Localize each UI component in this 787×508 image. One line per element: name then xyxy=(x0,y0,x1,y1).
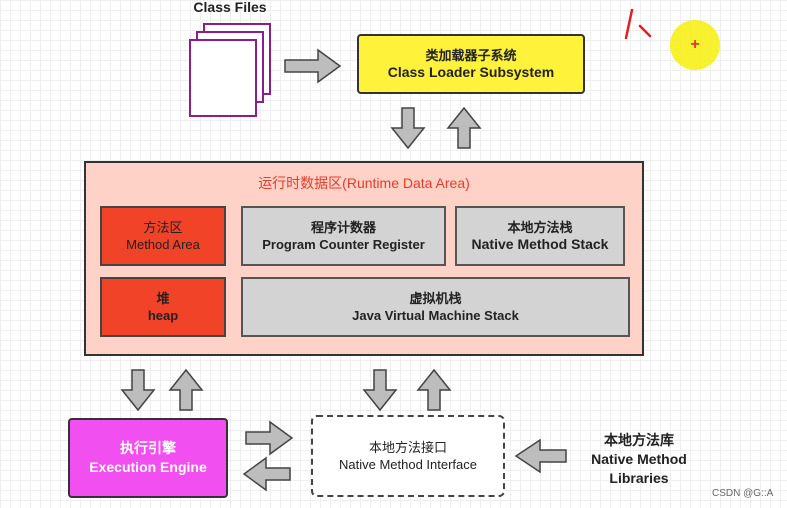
jvm-stack-en: Java Virtual Machine Stack xyxy=(352,308,519,323)
arrow-libraries-to-interface xyxy=(514,438,567,474)
heap-cn: 堆 xyxy=(156,291,170,306)
class-files-label: Class Files xyxy=(193,0,267,15)
native-method-stack-en: Native Method Stack xyxy=(471,236,609,252)
arrow-engine-to-interface xyxy=(245,420,294,456)
class-loader-en: Class Loader Subsystem xyxy=(387,64,555,80)
pc-register-box: 程序计数器 Program Counter Register xyxy=(241,206,446,266)
jvm-stack-cn: 虚拟机栈 xyxy=(409,291,462,306)
native-libraries-cn: 本地方法库 xyxy=(604,432,674,448)
cursor-highlight: + xyxy=(670,20,720,70)
pc-register-en: Program Counter Register xyxy=(262,237,425,252)
cursor-plus-icon: + xyxy=(690,36,700,53)
execution-engine-en: Execution Engine xyxy=(89,459,207,475)
native-method-stack-box: 本地方法栈 Native Method Stack xyxy=(455,206,625,266)
runtime-data-area-title: 运行时数据区(Runtime Data Area) xyxy=(258,175,470,191)
arrow-engine-to-runtime xyxy=(168,368,204,411)
native-method-libraries-label: 本地方法库 Native Method Libraries xyxy=(574,431,704,488)
class-loader-box: 类加载器子系统 Class Loader Subsystem xyxy=(357,34,585,94)
arrow-loader-down xyxy=(390,107,426,150)
execution-engine-cn: 执行引擎 xyxy=(120,440,176,456)
arrow-runtime-to-engine xyxy=(120,369,156,412)
method-area-box: 方法区 Method Area xyxy=(100,206,226,266)
arrow-interface-to-runtime xyxy=(416,368,452,411)
arrow-runtime-up xyxy=(446,106,482,149)
class-file-page-1 xyxy=(189,39,257,117)
jvm-stack-box: 虚拟机栈 Java Virtual Machine Stack xyxy=(241,277,630,337)
method-area-en: Method Area xyxy=(126,237,200,252)
native-method-interface-box: 本地方法接口 Native Method Interface xyxy=(311,415,505,497)
native-libraries-en2: Libraries xyxy=(609,470,669,486)
scribble-mark xyxy=(624,8,652,40)
native-method-interface-cn: 本地方法接口 xyxy=(368,440,447,455)
arrow-interface-to-engine xyxy=(242,456,291,492)
arrow-files-to-loader xyxy=(284,48,342,84)
class-loader-cn: 类加载器子系统 xyxy=(425,48,517,63)
execution-engine-box: 执行引擎 Execution Engine xyxy=(68,418,228,498)
runtime-data-area: 运行时数据区(Runtime Data Area) 方法区 Method Are… xyxy=(84,161,644,356)
native-method-interface-en: Native Method Interface xyxy=(338,457,478,472)
method-area-cn: 方法区 xyxy=(143,220,183,235)
pc-register-cn: 程序计数器 xyxy=(310,220,376,235)
watermark: CSDN @G::A xyxy=(712,488,774,499)
heap-en: heap xyxy=(147,308,179,323)
heap-box: 堆 heap xyxy=(100,277,226,337)
arrow-runtime-to-interface xyxy=(362,369,398,412)
native-libraries-en1: Native Method xyxy=(591,451,687,467)
native-method-stack-cn: 本地方法栈 xyxy=(507,220,573,235)
